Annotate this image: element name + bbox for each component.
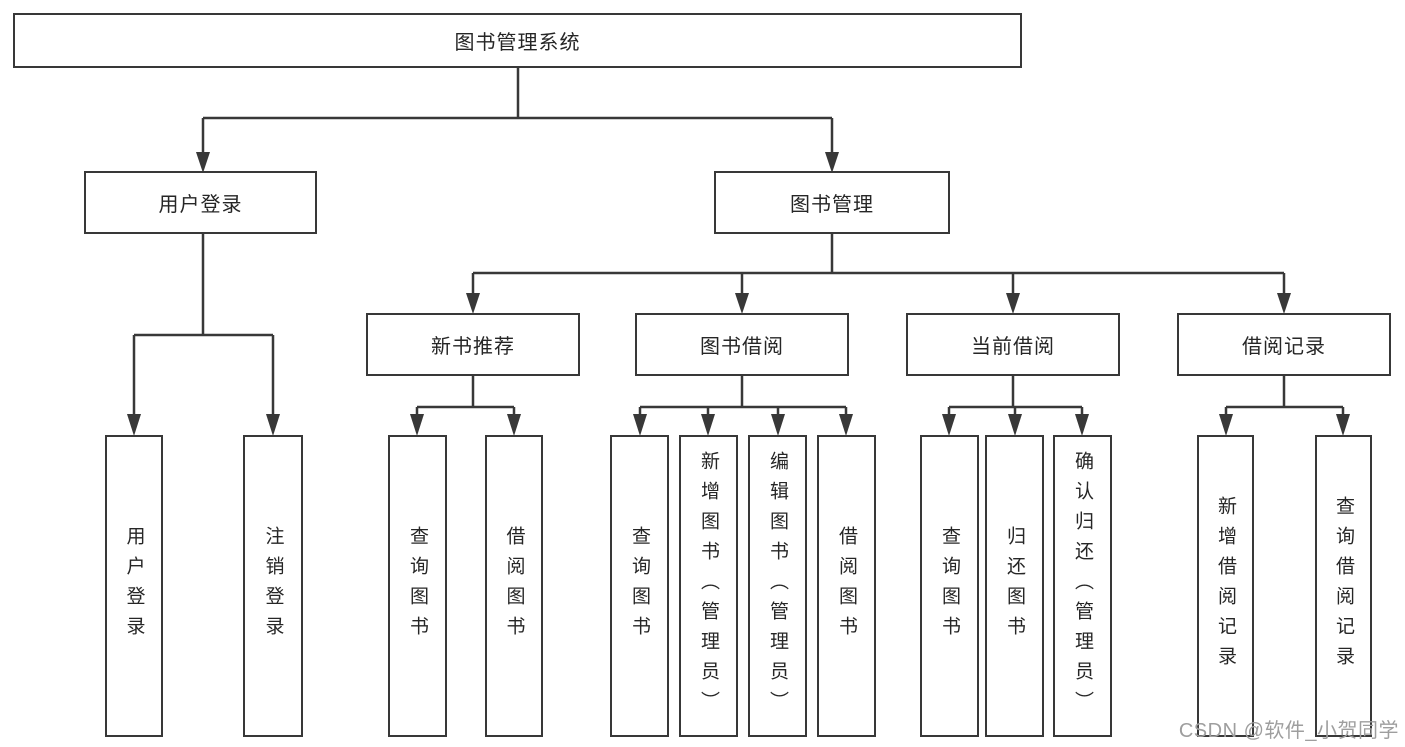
leaf-query-books-recommend: 查询图书 [388, 435, 447, 737]
node-user-login: 用户登录 [84, 171, 317, 234]
leaf-user-login-action: 用户登录 [105, 435, 163, 737]
leaf-add-books-admin-label: 新增图书（管理员） [698, 451, 719, 721]
leaf-return-books: 归还图书 [985, 435, 1044, 737]
leaf-edit-books-admin-label: 编辑图书（管理员） [767, 451, 788, 721]
node-root: 图书管理系统 [13, 13, 1022, 68]
leaf-return-books-label: 归还图书 [1004, 526, 1025, 646]
leaf-add-books-admin: 新增图书（管理员） [679, 435, 738, 737]
node-user-login-label: 用户登录 [158, 194, 243, 216]
node-borrowing-records: 借阅记录 [1177, 313, 1391, 376]
node-borrowing-records-label: 借阅记录 [1242, 336, 1326, 358]
node-root-label: 图书管理系统 [454, 32, 581, 54]
node-new-book-recommend-label: 新书推荐 [431, 336, 515, 358]
node-book-borrowing-label: 图书借阅 [700, 336, 784, 358]
leaf-query-books-borrowing-label: 查询图书 [629, 526, 650, 646]
leaf-add-borrow-record: 新增借阅记录 [1197, 435, 1254, 737]
leaf-borrow-books-borrowing: 借阅图书 [817, 435, 876, 737]
leaf-borrow-books-recommend: 借阅图书 [485, 435, 543, 737]
node-book-management-label: 图书管理 [790, 194, 874, 216]
leaf-borrow-books-borrowing-label: 借阅图书 [836, 526, 857, 646]
leaf-query-books-current: 查询图书 [920, 435, 979, 737]
leaf-user-login-action-label: 用户登录 [123, 526, 145, 646]
leaf-logout-action-label: 注销登录 [262, 526, 284, 646]
leaf-query-borrow-record: 查询借阅记录 [1315, 435, 1372, 737]
leaf-edit-books-admin: 编辑图书（管理员） [748, 435, 807, 737]
leaf-add-borrow-record-label: 新增借阅记录 [1215, 496, 1236, 676]
csdn-watermark: CSDN @软件_小贺同学 [1178, 720, 1399, 742]
leaf-query-books-recommend-label: 查询图书 [407, 526, 428, 646]
leaf-query-books-current-label: 查询图书 [939, 526, 960, 646]
leaf-confirm-return-admin-label: 确认归还（管理员） [1072, 451, 1093, 721]
node-book-borrowing: 图书借阅 [635, 313, 849, 376]
node-current-borrowing-label: 当前借阅 [971, 336, 1055, 358]
leaf-confirm-return-admin: 确认归还（管理员） [1053, 435, 1112, 737]
node-book-management: 图书管理 [714, 171, 950, 234]
node-current-borrowing: 当前借阅 [906, 313, 1120, 376]
leaf-query-books-borrowing: 查询图书 [610, 435, 669, 737]
leaf-query-borrow-record-label: 查询借阅记录 [1333, 496, 1354, 676]
leaf-borrow-books-recommend-label: 借阅图书 [503, 526, 525, 646]
node-new-book-recommend: 新书推荐 [366, 313, 580, 376]
leaf-logout-action: 注销登录 [243, 435, 303, 737]
